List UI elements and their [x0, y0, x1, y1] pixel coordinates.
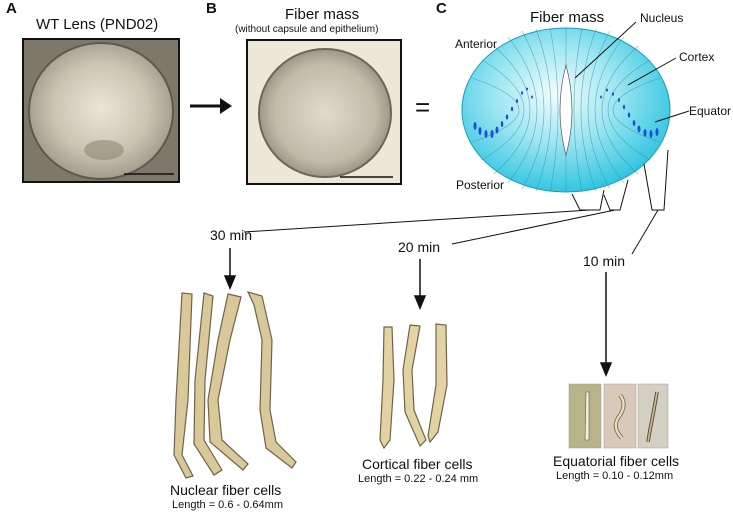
equals-sign: = [415, 92, 431, 122]
nuclear-fiber-cells [173, 291, 297, 479]
cortex-label: Cortex [679, 50, 715, 64]
cell-nuclei-dots [473, 87, 659, 138]
panel-letter-a: A [6, 0, 17, 17]
connector-lines [243, 209, 659, 255]
cortical-length: Length = 0.22 - 0.24 mm [358, 473, 479, 485]
equator-label: Equator [689, 104, 732, 118]
cortical-caption: Cortical fiber cells [362, 456, 473, 472]
equatorial-caption: Equatorial fiber cells [553, 453, 680, 469]
panel-b-title: Fiber mass [285, 6, 360, 23]
panel-c-title: Fiber mass [530, 9, 605, 26]
time-label-30min: 30 min [210, 227, 253, 243]
down-arrows [223, 248, 613, 377]
time-label-10min: 10 min [583, 253, 626, 269]
fiber-lines [471, 27, 661, 193]
pointer-lines [574, 21, 690, 123]
panel-b-subtitle: (without capsule and epithelium) [235, 24, 379, 35]
panel-a-title: WT Lens (PND02) [36, 16, 159, 33]
wt-lens-photo [22, 38, 180, 183]
panel-letter-b: B [206, 0, 217, 17]
posterior-label: Posterior [456, 178, 505, 192]
cortical-fiber-cells [379, 323, 448, 450]
nucleus-label: Nucleus [640, 11, 684, 25]
lens-nucleus-shape [559, 63, 573, 157]
right-arrow-icon [190, 98, 232, 114]
anterior-label: Anterior [455, 37, 498, 51]
nuclear-caption: Nuclear fiber cells [170, 482, 282, 498]
panel-letter-c: C [436, 0, 447, 17]
fiber-mass-photo [246, 39, 402, 185]
fiber-mass-image [248, 41, 400, 183]
time-label-20min: 20 min [398, 239, 441, 255]
equatorial-length: Length = 0.10 - 0.12mm [556, 470, 674, 482]
equatorial-fiber-cells [568, 383, 669, 449]
wt-lens-image [24, 40, 178, 181]
nuclear-length: Length = 0.6 - 0.64mm [172, 499, 283, 511]
